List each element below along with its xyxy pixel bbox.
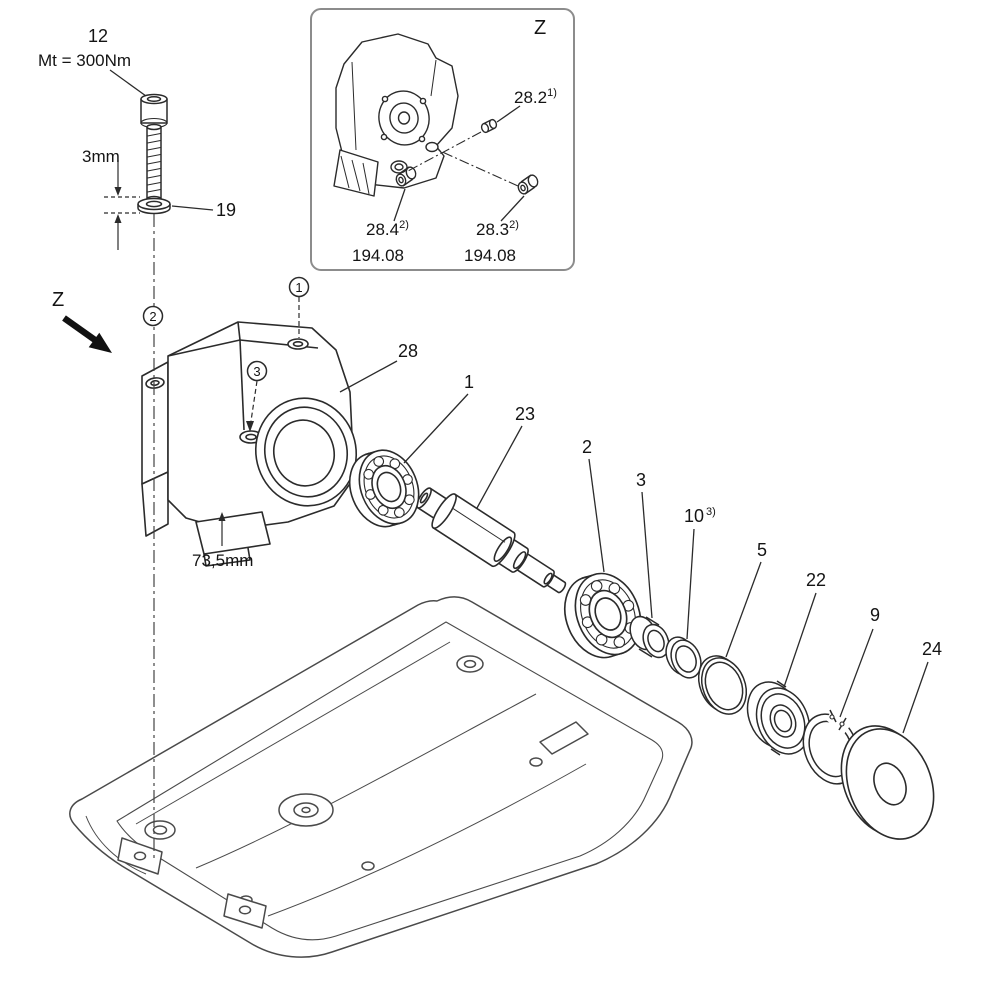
label-part-9: 9 [870, 605, 880, 625]
leader-part-28 [339, 360, 398, 393]
callout-3-leader [250, 380, 258, 422]
spacer-sleeve-drawing [629, 615, 670, 659]
label-part-22: 22 [806, 570, 826, 590]
label-part-3: 3 [636, 470, 646, 490]
callout-circle-3 [246, 360, 268, 382]
leader-part-2 [588, 458, 605, 573]
leader-part-19 [171, 205, 214, 211]
label-dim-73-5mm: 73,5mm [192, 551, 253, 570]
callout-3-arrowhead [246, 421, 254, 432]
label-part-12: 12 [88, 26, 108, 46]
bolt-thread-hatching [147, 133, 161, 193]
label-part-28-3-sup: 2) [509, 219, 519, 231]
cover-disc-drawing [840, 725, 935, 840]
leader-part-12 [109, 69, 147, 97]
washer-drawing [137, 197, 171, 215]
label-part-28-3: 28.32) [476, 219, 519, 239]
label-part-24: 24 [922, 639, 942, 659]
dimension-73-5mm-arrow [218, 512, 226, 546]
bearing-2-drawing [563, 572, 642, 659]
base-plate-drawing [69, 596, 693, 958]
leader-part-1 [403, 393, 469, 464]
bearing-1-drawing [348, 449, 420, 528]
label-ref-194-08-right: 194.08 [464, 246, 516, 265]
leader-part-24 [902, 661, 929, 734]
inset-view-z-label: Z [534, 17, 546, 39]
inset-gearbox-drawing [333, 33, 539, 197]
leader-part-28-4 [393, 188, 406, 222]
seal-collar-drawing [746, 680, 811, 756]
leader-part-28-2 [496, 105, 521, 123]
plug-28-3-drawing [517, 174, 539, 195]
leader-part-9 [839, 628, 874, 718]
label-torque: Mt = 300Nm [38, 51, 131, 70]
label-part-28: 28 [398, 341, 418, 361]
callout-circle-1 [288, 276, 310, 298]
leader-lines [109, 69, 929, 734]
label-part-10-sup: 3) [706, 506, 716, 518]
callout-leaders [250, 297, 300, 422]
label-part-28-2: 28.21) [514, 87, 557, 107]
leader-part-3 [641, 491, 653, 619]
leader-part-5 [725, 561, 762, 658]
exciter-shaft-drawing [416, 487, 567, 594]
label-part-19: 19 [216, 200, 236, 220]
label-ref-194-08-left: 194.08 [352, 246, 404, 265]
callout-2-number: 2 [149, 309, 156, 324]
label-part-23: 23 [515, 404, 535, 424]
callout-1-number: 1 [295, 280, 302, 295]
callout-circle-2 [142, 305, 164, 327]
inset-axis-line-1 [407, 131, 482, 172]
label-part-1: 1 [464, 372, 474, 392]
shim-ring-drawing [697, 655, 748, 715]
label-part-28-4: 28.42) [366, 219, 409, 239]
label-dim-3mm: 3mm [82, 147, 120, 166]
label-part-2: 2 [582, 437, 592, 457]
ring-10-drawing [665, 636, 702, 679]
view-direction-arrow [62, 315, 112, 353]
leader-part-10 [686, 528, 695, 640]
callout-3-number: 3 [253, 364, 260, 379]
label-part-28-2-main: 28.2 [514, 88, 547, 107]
leader-part-22 [783, 592, 817, 688]
circled-callouts [142, 276, 310, 382]
main-view-z-label: Z [52, 289, 64, 311]
label-part-5: 5 [757, 540, 767, 560]
plug-28-2-drawing [480, 118, 498, 134]
label-part-10-main: 10 [684, 506, 704, 526]
bolt-drawing [140, 93, 168, 203]
gearbox-housing-drawing [141, 321, 358, 567]
label-part-28-4-sup: 2) [399, 219, 409, 231]
leader-part-23 [476, 425, 523, 509]
label-part-28-3-main: 28.3 [476, 220, 509, 239]
inset-axis-line-2 [437, 149, 519, 187]
dimension-3mm-arrows [104, 160, 140, 250]
leader-part-28-3 [500, 195, 525, 222]
label-part-28-4-main: 28.4 [366, 220, 399, 239]
label-part-28-2-sup: 1) [547, 87, 557, 99]
